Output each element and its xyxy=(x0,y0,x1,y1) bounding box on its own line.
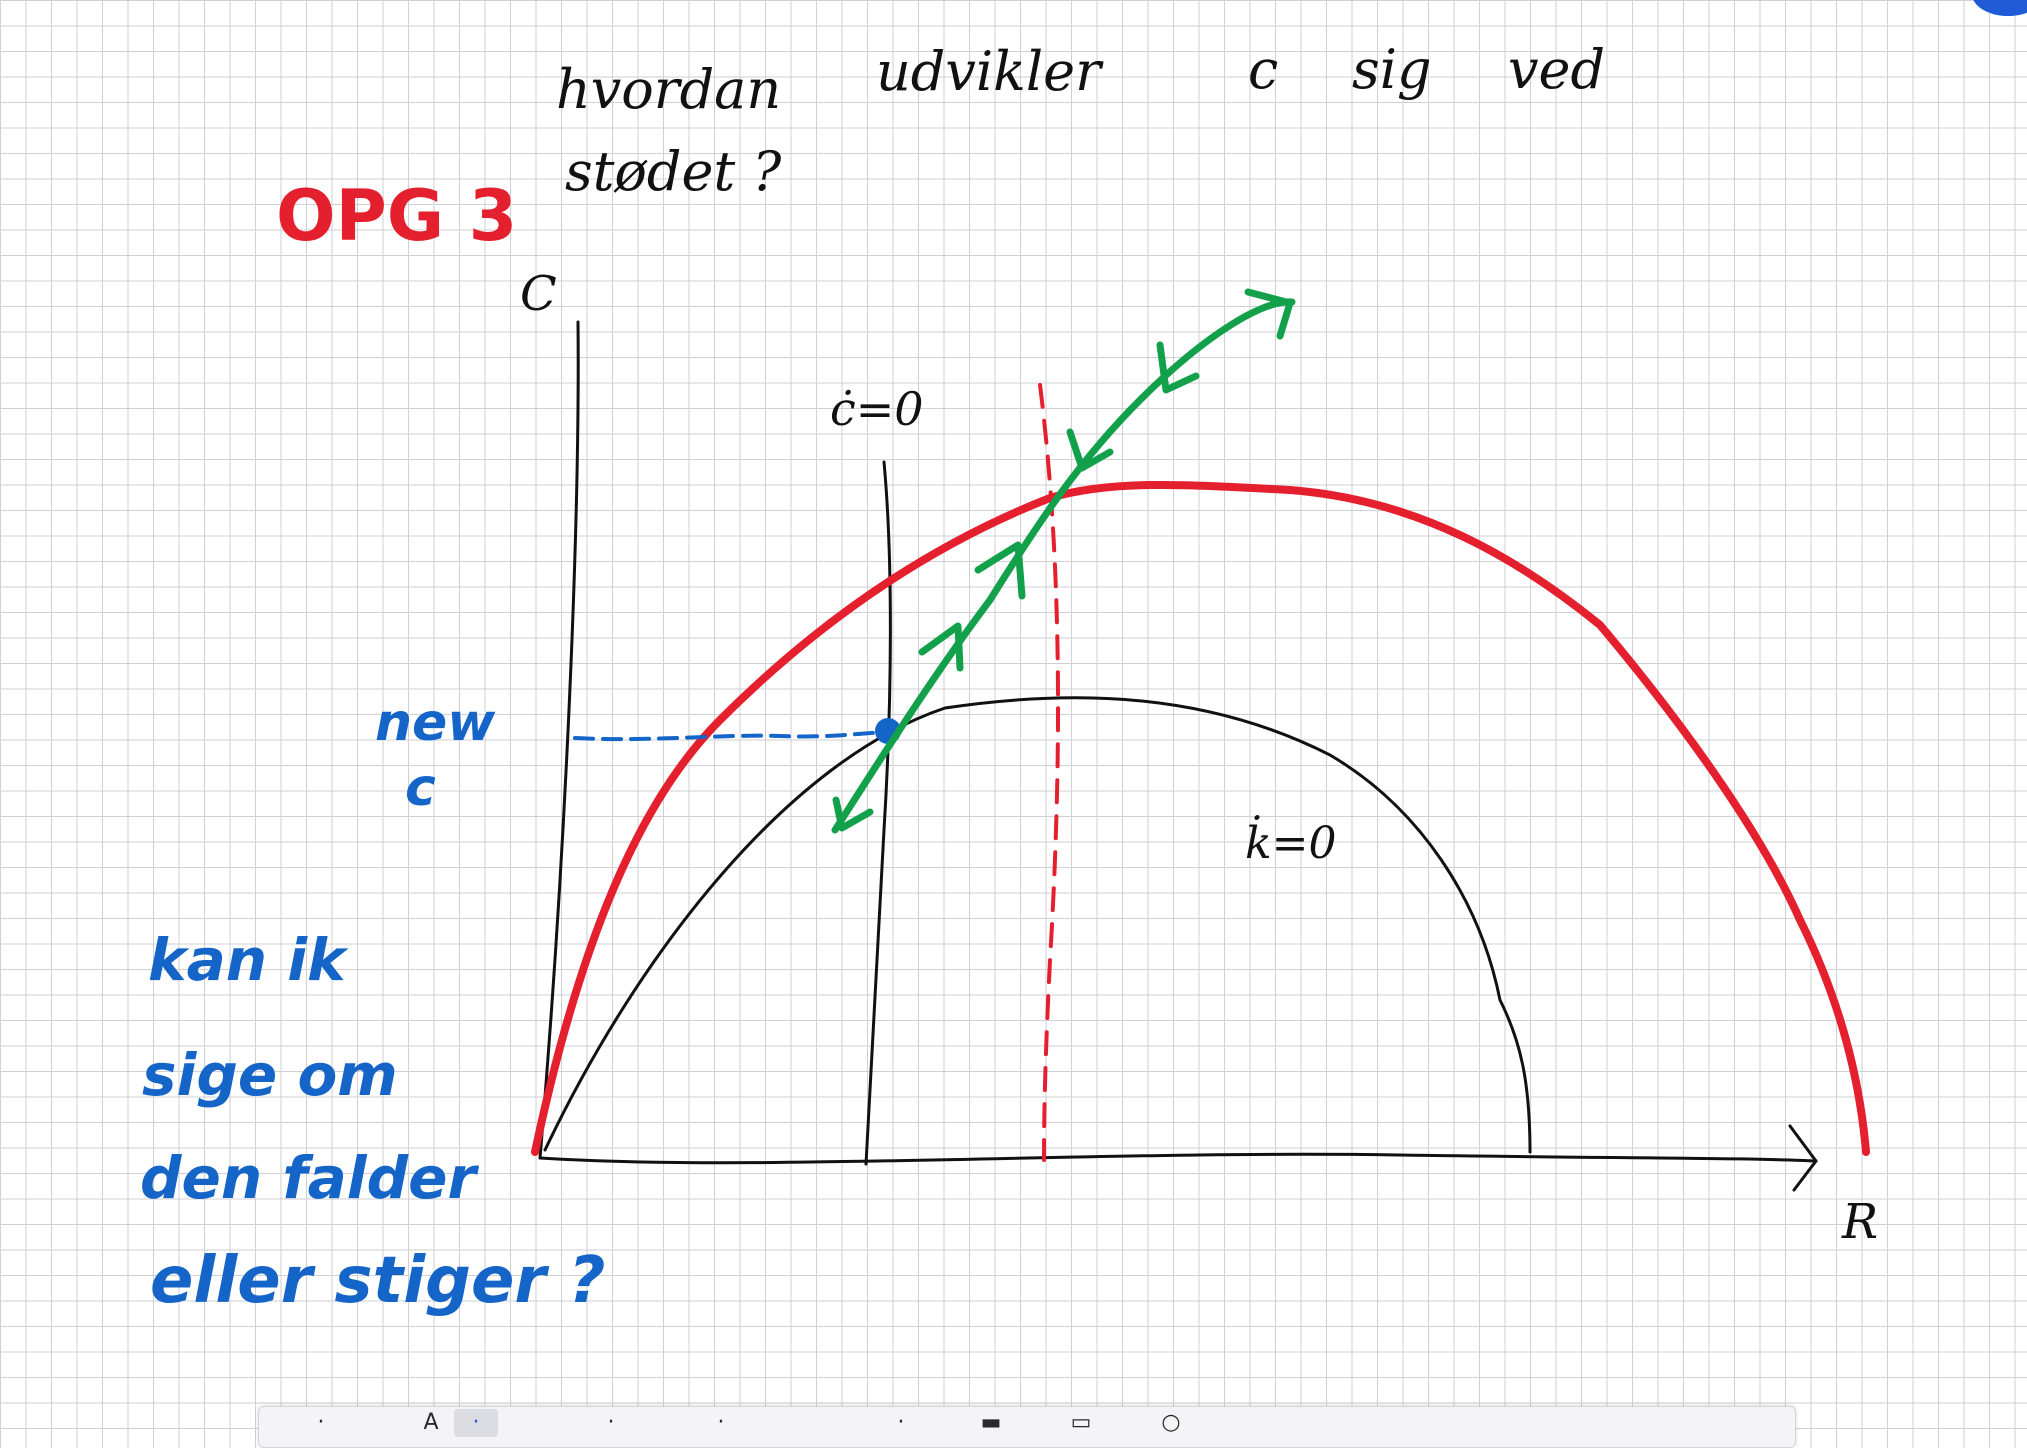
toolbar-tool-6[interactable]: · xyxy=(897,1410,905,1435)
saddle-path xyxy=(831,298,1296,834)
note-line-2: sige om xyxy=(142,1041,398,1109)
question-word-2: udvikler xyxy=(876,40,1104,103)
toolbar-tool-4[interactable]: · xyxy=(607,1410,615,1435)
question-line-2: stødet ? xyxy=(565,140,782,203)
new-c-label-line-1: new xyxy=(375,693,496,753)
toolbar-tool-3[interactable]: · xyxy=(454,1409,498,1437)
question-word-5: ved xyxy=(1508,38,1605,101)
c-dot-zero-line xyxy=(864,460,892,1166)
new-c-dashed-line xyxy=(573,730,890,742)
new-k-dot-zero-curve xyxy=(531,480,1870,1156)
note-line-4: eller stiger ? xyxy=(150,1244,605,1318)
y-axis-label: C xyxy=(520,266,557,322)
saddle-arrow-2 xyxy=(1156,341,1200,394)
saddle-arrow-4 xyxy=(974,541,1026,600)
question-word-3: c xyxy=(1248,38,1278,101)
new-c-dot-zero-line xyxy=(1038,383,1061,1162)
k-dot-zero-curve xyxy=(543,696,1532,1154)
exercise-label: OPG 3 xyxy=(276,175,517,257)
new-c-label-line-2: c xyxy=(405,758,436,818)
saddle-arrow-5 xyxy=(918,622,964,672)
y-axis xyxy=(538,320,580,1160)
note-line-3: den falder xyxy=(140,1144,479,1212)
toolbar-tool-9[interactable]: ○ xyxy=(1161,1410,1181,1435)
saddle-arrow-3 xyxy=(1066,428,1114,472)
question-word-4: sig xyxy=(1352,38,1432,101)
c-dot-zero-label: ċ=0 xyxy=(830,382,924,436)
toolbar-tool-5[interactable]: · xyxy=(717,1410,725,1435)
toolbar-tool-1[interactable]: · xyxy=(317,1410,325,1435)
toolbar-tool-2[interactable]: A xyxy=(423,1410,439,1435)
k-dot-zero-label: k̇=0 xyxy=(1245,813,1337,869)
toolbar-tool-7[interactable]: ▬ xyxy=(980,1410,1002,1435)
toolbar-tool-8[interactable]: ▭ xyxy=(1070,1410,1092,1435)
saddle-arrow-1 xyxy=(1244,288,1294,340)
x-axis-label: R xyxy=(1841,1194,1878,1250)
note-line-1: kan ik xyxy=(148,926,349,994)
x-axis-arrowhead xyxy=(1788,1124,1818,1192)
x-axis xyxy=(538,1152,1818,1165)
question-word-1: hvordan xyxy=(556,58,781,121)
saddle-arrow-6 xyxy=(832,796,874,832)
drawing-toolbar: · A · · · · ▬ ▭ ○ xyxy=(258,1406,1796,1448)
